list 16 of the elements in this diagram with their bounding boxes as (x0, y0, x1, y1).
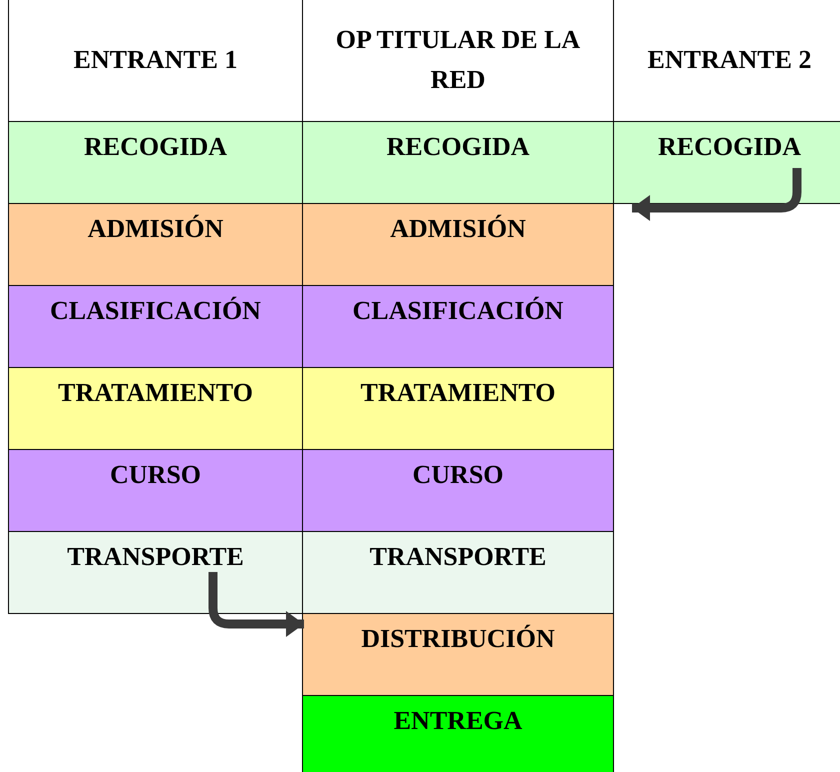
stage-cell: RECOGIDA (302, 121, 614, 204)
stage-cell: ADMISIÓN (302, 203, 614, 286)
stage-cell: CLASIFICACIÓN (302, 285, 614, 368)
arrow (632, 168, 802, 221)
stage-cell: TRANSPORTE (302, 531, 614, 614)
stage-cell: ENTREGA (302, 695, 614, 772)
stage-cell: TRATAMIENTO (302, 367, 614, 450)
stage-cell: CURSO (302, 449, 614, 532)
stage-cell: TRANSPORTE (8, 531, 303, 614)
stage-cell: ADMISIÓN (8, 203, 303, 286)
stage-cell: CLASIFICACIÓN (8, 285, 303, 368)
stage-cell: DISTRIBUCIÓN (302, 613, 614, 696)
stage-cell: RECOGIDA (8, 121, 303, 204)
stage-cell: TRATAMIENTO (8, 367, 303, 450)
stage-cell: RECOGIDA (613, 121, 840, 204)
stage-cell: CURSO (8, 449, 303, 532)
